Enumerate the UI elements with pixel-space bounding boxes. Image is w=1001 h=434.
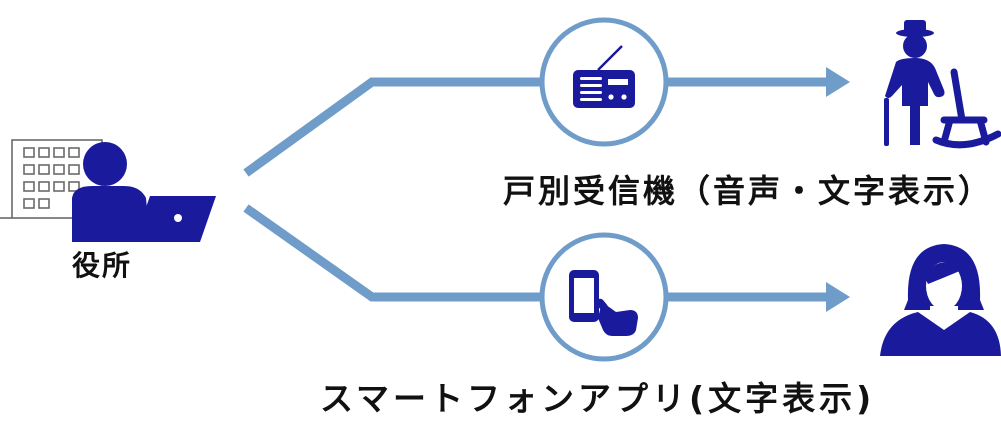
smartphone-tap-icon [569, 270, 638, 336]
office-label: 役所 [72, 249, 133, 282]
radio-icon [573, 45, 635, 108]
smartphone-app-label: スマートフォンアプリ(文字表示) [320, 379, 876, 418]
lower-arrowhead [826, 282, 850, 312]
person-with-laptop-icon [72, 142, 216, 242]
elderly-person-icon [884, 20, 945, 146]
smartphone-node [539, 232, 669, 362]
upper-branch-line [243, 77, 830, 177]
upper-arrowhead [826, 67, 850, 97]
lower-branch-line [243, 204, 830, 302]
branch-arrows [243, 77, 830, 302]
woman-icon [880, 244, 1001, 356]
rocking-chair-icon [932, 68, 1001, 149]
radio-receiver-label: 戸別受信機（音声・文字表示） [503, 172, 994, 210]
radio-node [539, 17, 669, 147]
building-icon [0, 139, 103, 219]
